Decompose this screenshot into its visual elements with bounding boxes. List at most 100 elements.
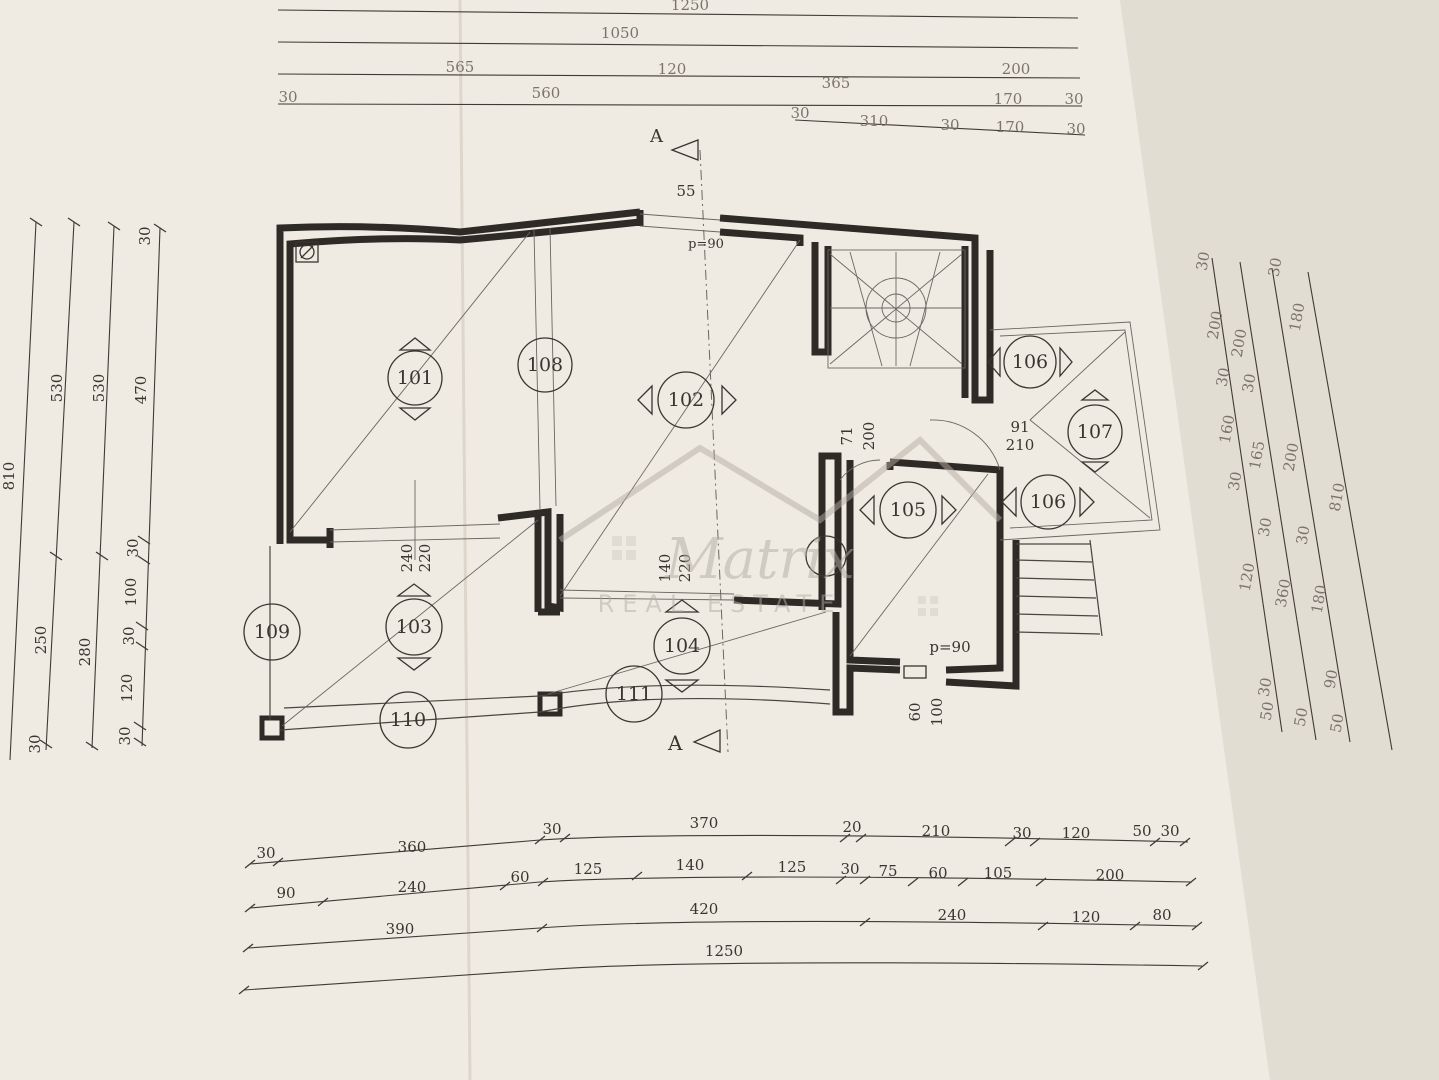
room-label-111: 111 (605, 665, 663, 723)
window-opening-2 (559, 589, 735, 601)
wall-outer-top-left (276, 208, 641, 544)
right-dim-text: 165 (1246, 439, 1269, 470)
door-swing (929, 419, 1001, 471)
right-dim-text: 200 (1204, 309, 1227, 340)
dim-text: 240 (398, 544, 416, 573)
room-label-110: 110 (379, 691, 437, 749)
wall-room-101 (286, 218, 641, 544)
bottom-dim-text: 125 (778, 858, 807, 876)
room-label-106-b: 106 (1001, 474, 1095, 530)
terrace-edge-2 (283, 684, 831, 709)
bottom-dimension-chains: 30 360 30 370 20 210 30 120 50 30 90 240… (238, 814, 1209, 995)
wall-central-stub (497, 508, 564, 613)
spiral-staircase (827, 249, 966, 369)
svg-text:101: 101 (397, 367, 433, 389)
top-dim-line-2 (277, 41, 1079, 49)
left-dim-text: 30 (26, 734, 44, 753)
left-dimension-chains: 810 30 530 250 530 280 30 470 30 100 30 … (0, 217, 167, 761)
room-label-101: 101 (387, 337, 443, 421)
bottom-dim-text: 360 (398, 838, 427, 856)
left-dim-text: 250 (32, 626, 50, 655)
section-label-bottom: A (667, 731, 683, 755)
top-dim-text: 1250 (671, 0, 709, 14)
bottom-dim-text: 50 (1132, 822, 1151, 840)
dim-text: 220 (416, 544, 434, 573)
bottom-dim-text: 30 (256, 844, 275, 862)
room-diagonal (849, 473, 989, 657)
right-dim-text: 30 (1255, 676, 1276, 698)
left-dim-text: 30 (124, 538, 142, 557)
svg-text:109: 109 (254, 621, 290, 643)
bottom-dim-text: 30 (1160, 822, 1179, 840)
room-diagonal (281, 519, 539, 727)
left-dim-text: 30 (116, 726, 134, 745)
right-dim-text: 810 (1326, 481, 1349, 512)
svg-text:107: 107 (1077, 421, 1113, 443)
left-dim-text: 30 (136, 226, 154, 245)
svg-text:105: 105 (890, 499, 926, 521)
left-dim-line-4 (141, 227, 161, 747)
right-dim-text: 30 (1193, 250, 1214, 272)
wall-room-105-left (733, 452, 901, 716)
svg-text:108: 108 (527, 354, 563, 376)
top-dim-text: 310 (860, 112, 889, 130)
bottom-dim-text: 140 (676, 856, 705, 874)
room-labels: 101 108 102 103 109 110 (243, 335, 1123, 749)
wall-top-right (719, 214, 994, 404)
dim-text: 60 (906, 702, 924, 721)
room-label-104: 104 (653, 599, 711, 693)
svg-text:104: 104 (664, 635, 700, 657)
room-label-109: 109 (243, 603, 301, 661)
left-dim-text: 100 (122, 578, 140, 607)
left-dim-text: 810 (0, 462, 18, 491)
bottom-dim-text: 30 (1012, 824, 1031, 842)
left-dim-text: 280 (76, 638, 94, 667)
dim-text: 140 (656, 554, 674, 583)
room-diagonal (547, 611, 827, 695)
bottom-dim-text: 200 (1096, 866, 1125, 884)
right-dim-text: 50 (1291, 706, 1312, 728)
right-dim-text: 30 (1265, 256, 1286, 278)
right-dim-text: 200 (1280, 441, 1303, 472)
right-dim-text: 50 (1327, 712, 1348, 734)
left-dim-line-2 (45, 221, 75, 751)
top-dim-text: 30 (790, 104, 809, 122)
terrace-edge (279, 697, 831, 731)
section-axis (699, 149, 729, 753)
dim-text: 200 (860, 422, 878, 451)
top-dim-text: 365 (822, 74, 851, 92)
top-dim-text: 1050 (601, 24, 639, 42)
bottom-dim-text: 120 (1072, 908, 1101, 926)
top-dim-line-4 (277, 103, 1083, 107)
top-dim-text: 565 (446, 58, 475, 76)
left-dim-line-3 (91, 225, 115, 749)
dim-text: 100 (928, 698, 946, 727)
dim-text: 91 (1010, 418, 1029, 436)
room-diagonal (289, 231, 531, 533)
left-dim-text: 120 (118, 674, 136, 703)
top-dim-text: 170 (994, 90, 1023, 108)
right-dim-text: 360 (1272, 577, 1295, 608)
bottom-dim-text: 105 (984, 864, 1013, 882)
bottom-dim-text: 60 (928, 864, 947, 882)
window-small (903, 665, 927, 679)
dim-text: 220 (676, 554, 694, 583)
room-label-102: 102 (637, 371, 737, 429)
section-arrow-top (670, 139, 699, 161)
boiler-icon (299, 244, 315, 260)
svg-text:106: 106 (1012, 351, 1048, 373)
right-dim-line-2 (1239, 261, 1317, 741)
bottom-dim-text: 240 (398, 878, 427, 896)
dim-text: 210 (1006, 436, 1035, 454)
top-dim-text: 120 (658, 60, 687, 78)
bottom-dim-text: 240 (938, 906, 967, 924)
right-dim-text: 30 (1225, 470, 1246, 492)
right-dim-text: 30 (1255, 516, 1276, 538)
top-dim-text: 30 (1064, 90, 1083, 108)
svg-text:103: 103 (396, 616, 432, 638)
bottom-dim-text: 210 (922, 822, 951, 840)
top-dim-text: 560 (532, 84, 561, 102)
external-steps (1015, 539, 1103, 637)
right-dim-text: 30 (1239, 372, 1260, 394)
column-left (259, 715, 285, 741)
